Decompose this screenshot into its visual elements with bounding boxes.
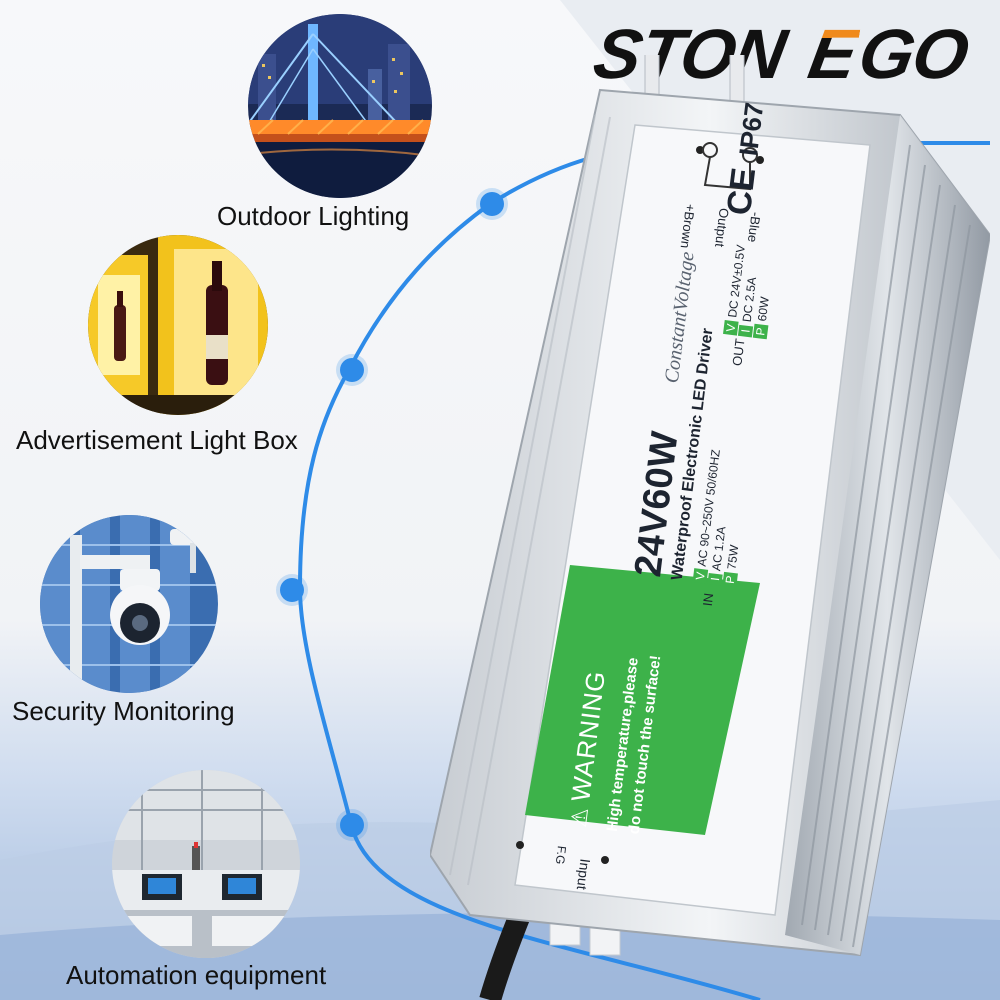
arc-dot-automation [340,813,364,837]
output-spec-i-tag: I [737,324,754,338]
fg-label: F.G [552,845,569,866]
outdoor-lighting-photo [248,14,432,198]
application-label-outdoor: Outdoor Lighting [217,201,410,231]
led-driver-product: 24V60W ConstantVoltage Waterproof Electr… [430,55,990,1000]
input-prefix: IN [699,592,717,607]
application-label-advertisement: Advertisement Light Box [16,425,298,455]
warning-triangle-icon: ⚠ [565,806,594,829]
output-spec-p-tag: P [752,323,769,340]
input-spec-i-tag: I [707,572,723,586]
output-spec-v-tag: V [723,320,739,336]
output-spec-p-value: 60W [754,295,772,323]
security-monitoring-photo [40,515,218,693]
input-spec-p-tag: P [722,571,738,588]
arc-dot-security [280,578,304,602]
arc-dot-advertisement [340,358,364,382]
input-spec-v-tag: V [692,568,709,584]
application-label-security: Security Monitoring [12,696,235,726]
automation-equipment-photo [112,770,300,958]
input-spec-p-value: 75W [724,543,742,571]
factory-line-icon [112,770,300,958]
wine-lightbox-icon [88,235,268,415]
led-driver-housing [430,55,990,1000]
ip-rating-badge: IP67 [733,100,770,158]
advertisement-light-box-photo [88,235,268,415]
security-camera-icon [40,515,218,693]
bridge-night-icon [248,14,432,198]
arc-dot-outdoor [480,192,504,216]
application-label-automation: Automation equipment [66,960,327,990]
